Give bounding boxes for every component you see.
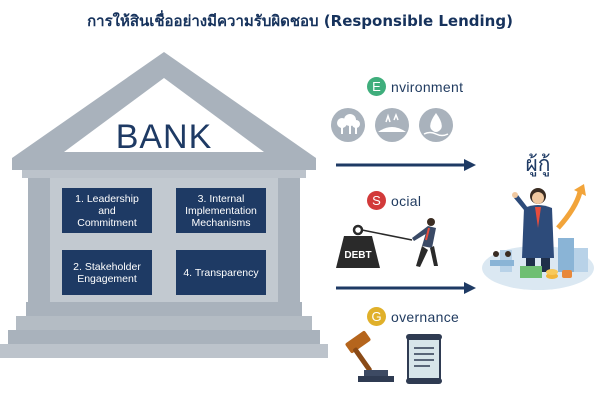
cash-and-coins-icon: [520, 266, 572, 279]
pillar-transparency: 4. Transparency: [176, 250, 266, 295]
bank-entablature: [12, 158, 316, 170]
water-drop-icon: [419, 108, 453, 142]
bank-pediment: [64, 78, 264, 152]
debt-weight-illustration: DEBT: [336, 218, 438, 268]
trend-arrow-icon: [556, 184, 586, 230]
bank-label: BANK: [115, 118, 213, 156]
pillar-stakeholder-engagement: 2. Stakeholder Engagement: [62, 250, 152, 295]
borrower-label: ผู้กู้: [525, 152, 551, 176]
esg-environment-heading: E nvironment: [367, 77, 463, 96]
seated-people-icon: [490, 251, 514, 266]
pillar-internal-mechanisms: 3. Internal Implementation Mechanisms: [176, 188, 266, 233]
diagram-title: การให้สินเชื่ออย่างมีความรับผิดชอบ (Resp…: [87, 12, 513, 30]
businessman-icon: [512, 188, 554, 272]
governance-icons: [345, 330, 442, 384]
bank-step: [0, 344, 328, 358]
bank-step: [16, 316, 312, 330]
environment-icons: [331, 108, 453, 142]
bank-column: [28, 178, 50, 302]
dry-land-icon: [375, 108, 409, 142]
environment-word: nvironment: [391, 78, 464, 95]
debt-label: DEBT: [344, 250, 371, 261]
pulling-man-icon: [412, 218, 438, 267]
governance-word: overnance: [391, 308, 460, 325]
social-letter-badge: S: [367, 191, 386, 210]
borrower-illustration: [482, 184, 594, 290]
esg-social-heading: S ocial: [367, 191, 421, 210]
gavel-icon: [345, 330, 394, 382]
social-word: ocial: [391, 192, 422, 209]
esg-governance-heading: G overnance: [367, 307, 459, 326]
forest-icon: [331, 108, 365, 142]
document-scroll-icon: [406, 334, 442, 384]
bank-frieze: [22, 170, 306, 178]
bank-step: [26, 302, 302, 316]
arrow-social: [336, 282, 476, 294]
arrow-environment: [336, 159, 476, 171]
pillar-leadership: 1. Leadership and Commitment: [62, 188, 152, 233]
bank-step: [8, 330, 320, 344]
governance-letter-badge: G: [367, 307, 386, 326]
environment-letter-badge: E: [367, 77, 386, 96]
rope: [361, 229, 413, 241]
bank-column: [278, 178, 300, 302]
